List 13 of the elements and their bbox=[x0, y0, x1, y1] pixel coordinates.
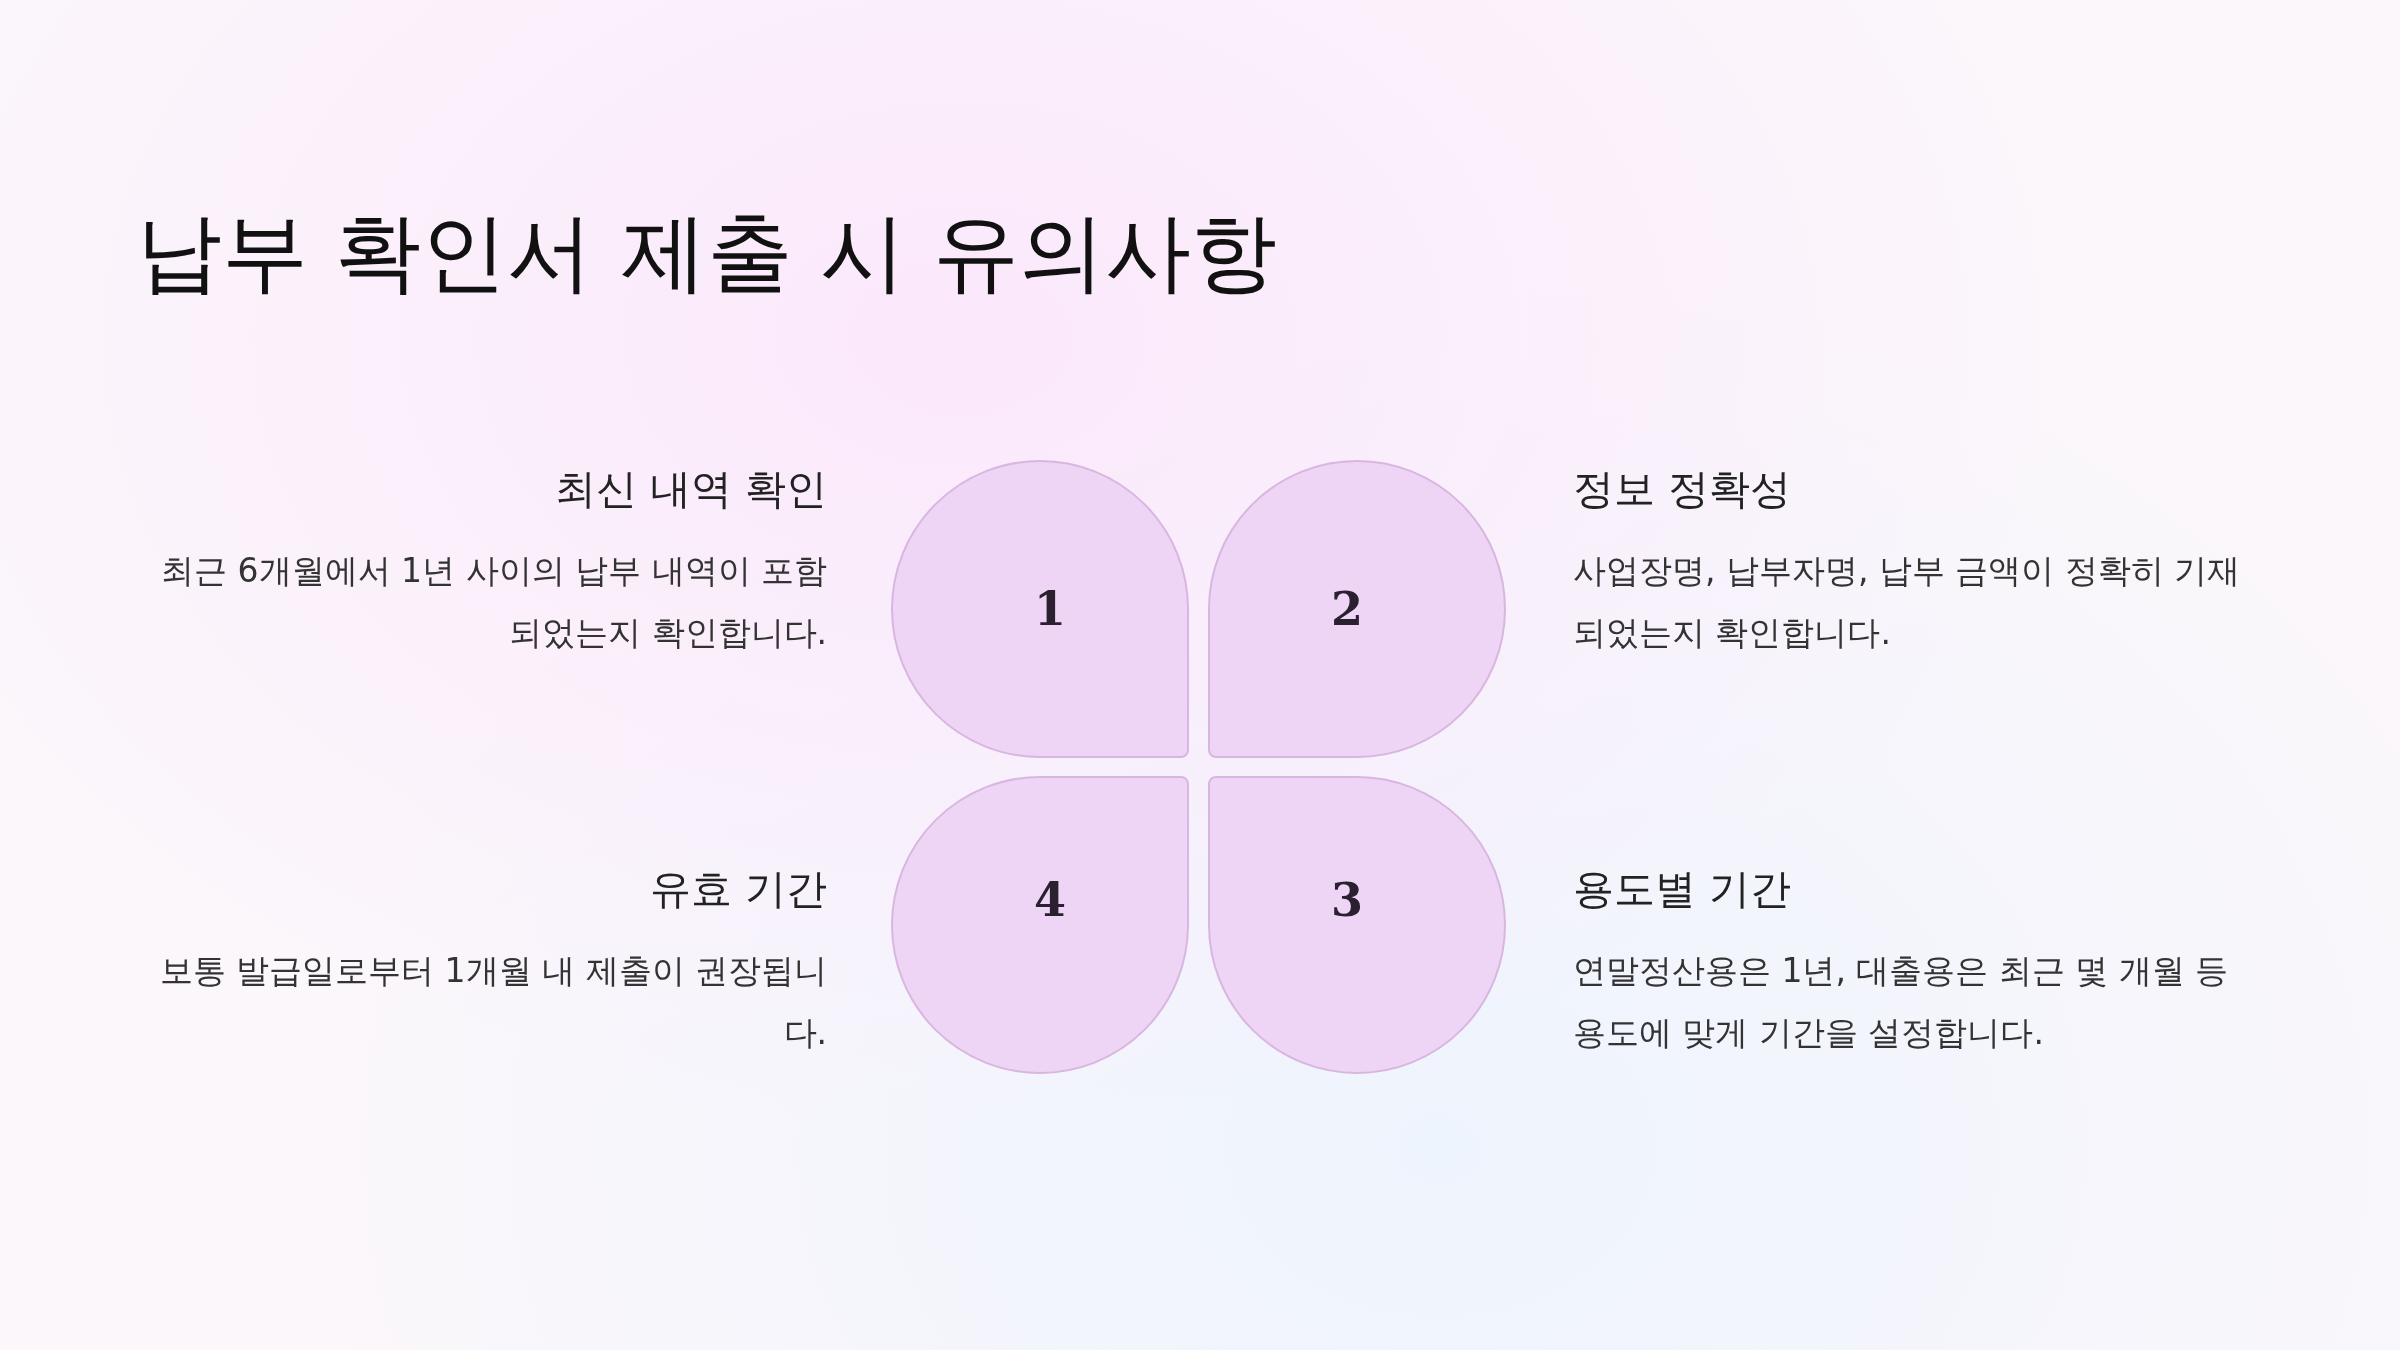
step-number: 2 bbox=[1331, 582, 1363, 636]
item-heading: 최신 내역 확인 bbox=[554, 464, 827, 515]
item-description: 사업장명, 납부자명, 납부 금액이 정확히 기재되었는지 확인합니다. bbox=[1573, 550, 2242, 654]
item-heading: 용도별 기간 bbox=[1573, 864, 1792, 915]
step-number: 4 bbox=[1034, 873, 1066, 927]
item-description: 보통 발급일로부터 1개월 내 제출이 권장됩니다. bbox=[158, 950, 827, 1054]
item-description: 최근 6개월에서 1년 사이의 납부 내역이 포함되었는지 확인합니다. bbox=[160, 550, 827, 654]
step-number: 3 bbox=[1331, 873, 1363, 927]
step-number: 1 bbox=[1034, 582, 1066, 636]
item-description: 연말정산용은 1년, 대출용은 최근 몇 개월 등 용도에 맞게 기간을 설정합니다. bbox=[1573, 950, 2230, 1054]
item-heading: 유효 기간 bbox=[649, 864, 827, 915]
title: 납부 확인서 제출 시 유의사항 bbox=[136, 201, 1278, 304]
item-heading: 정보 정확성 bbox=[1573, 464, 1792, 515]
